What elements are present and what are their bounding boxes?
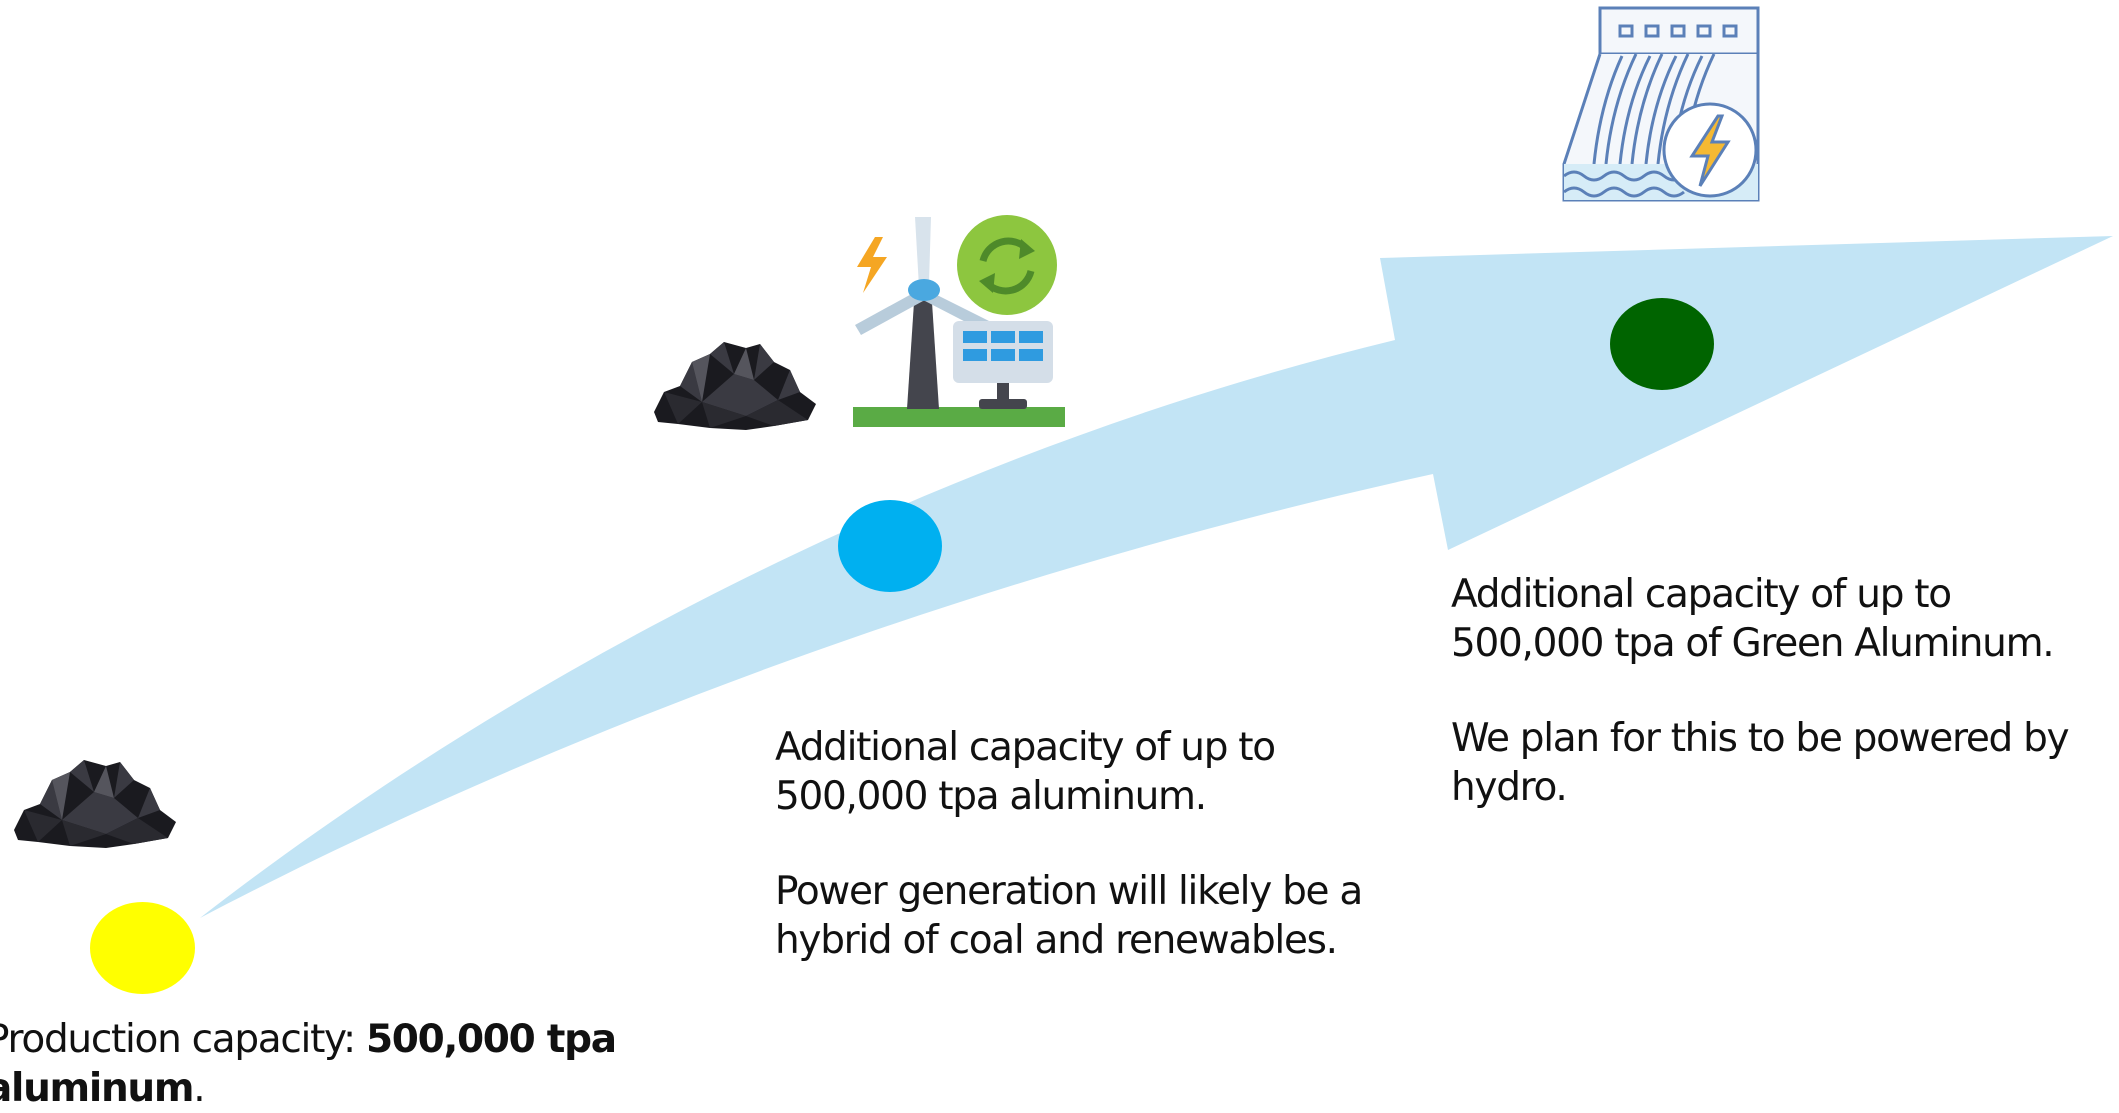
coal-pile-icon (14, 760, 176, 848)
stage-current-suffix: . (193, 1066, 205, 1111)
growth-arrow-shape (200, 236, 2113, 918)
stage-current-marker (90, 902, 195, 994)
wind-solar-renewable-icon (853, 215, 1065, 427)
coal-pile-icon (654, 342, 816, 430)
lightning-icon (857, 237, 887, 293)
stage-current-text: Production capacity: 500,000 tpa aluminu… (0, 1015, 686, 1113)
lightning-icon (1689, 114, 1731, 187)
stage-expansion-1-marker (838, 500, 942, 592)
stage-expansion-2-heading: Additional capacity of up to 500,000 tpa… (1451, 572, 2055, 666)
stage-expansion-1-body: Power generation will likely be a hybrid… (775, 869, 1363, 963)
stage-current-prefix: Production capacity: (0, 1017, 366, 1062)
stage-expansion-1-heading: Additional capacity of up to 500,000 tpa… (775, 725, 1276, 819)
stage-expansion-2-marker (1610, 298, 1714, 390)
hydro-dam-icon (1562, 6, 1760, 202)
stage-expansion-2-body: We plan for this to be powered by hydro. (1451, 716, 2070, 810)
